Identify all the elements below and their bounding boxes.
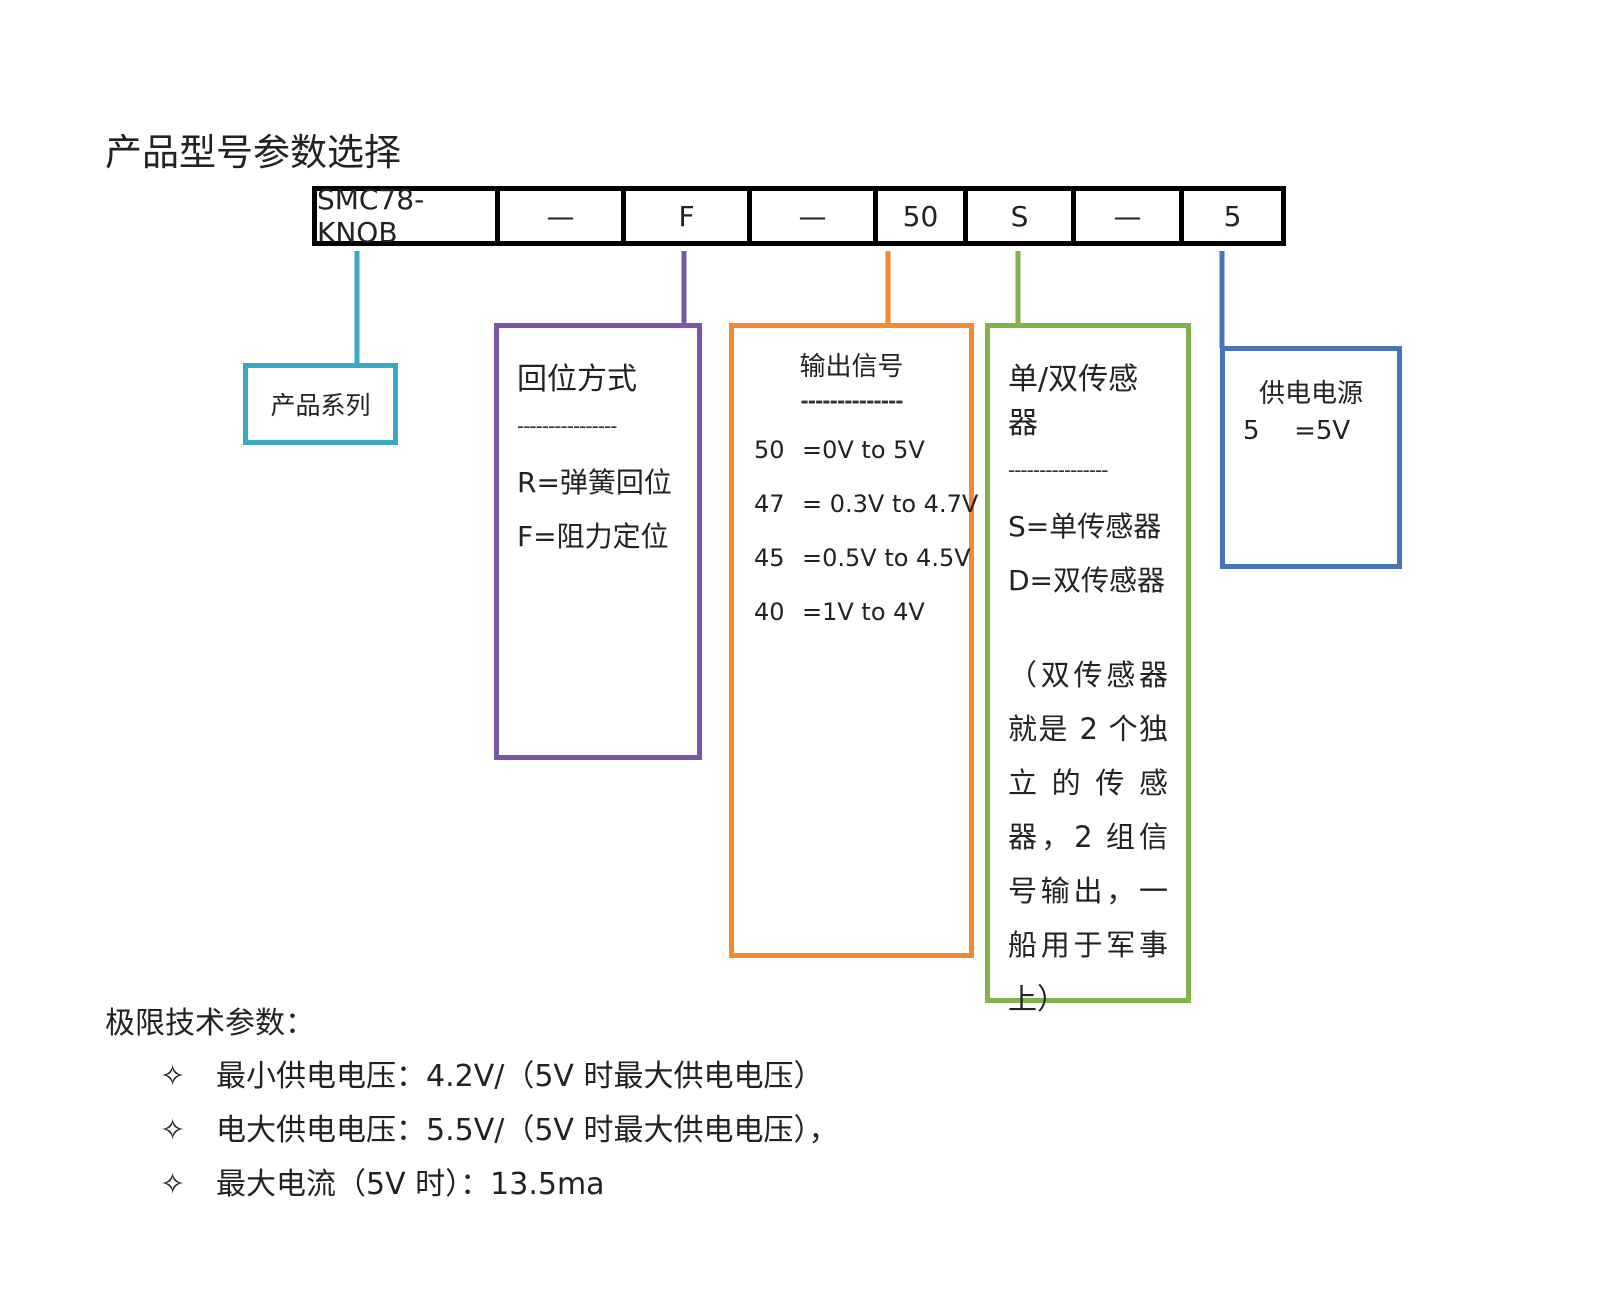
power-supply-title: 供电电源: [1258, 379, 1363, 409]
spec-item: ✧ 最小供电电压：4.2V/（5V 时最大供电电压）: [160, 1051, 824, 1095]
return-option: R=弹簧回位: [517, 466, 672, 499]
specs-title: 极限技术参数：: [105, 1006, 315, 1041]
return-mode-box: 回位方式 ---------------- R=弹簧回位 F=阻力定位: [494, 323, 702, 760]
sensor-note: （双传感器就是 2 个独立的传感器，2 组信号输出，一船用于军事上）: [1008, 658, 1168, 1016]
code-segment-separator: —: [1076, 191, 1184, 241]
series-label: 产品系列: [270, 391, 371, 420]
output-code: 47: [754, 490, 785, 518]
sensor-type-title: 单/双传感器: [1008, 362, 1139, 441]
code-segment-output: 50: [878, 191, 968, 241]
output-desc: =0.5V to 4.5V: [802, 544, 971, 572]
output-option: 47 = 0.3V to 4.7V: [754, 477, 978, 531]
power-supply-box: 供电电源 5 =5V: [1220, 346, 1402, 569]
output-code: 40: [754, 598, 785, 626]
return-mode-divider: ----------------: [517, 414, 617, 438]
sensor-option: D=双传感器: [1008, 564, 1166, 597]
sensor-option: S=单传感器: [1008, 510, 1162, 543]
power-desc: =5V: [1294, 416, 1351, 446]
series-box: 产品系列: [243, 363, 398, 445]
output-option: 40 =1V to 4V: [754, 585, 949, 639]
spec-text: 最大电流（5V 时）：13.5ma: [216, 1167, 605, 1202]
page-title: 产品型号参数选择: [105, 131, 401, 174]
sensor-type-box: 单/双传感器 ---------------- S=单传感器 D=双传感器 （双…: [985, 323, 1191, 1016]
code-segment-return: F: [626, 191, 752, 241]
return-mode-title: 回位方式: [517, 362, 637, 397]
output-desc: =1V to 4V: [802, 598, 925, 626]
spec-item: ✧ 电大供电电压：5.5V/（5V 时最大供电电压），: [160, 1105, 839, 1149]
power-code: 5: [1243, 416, 1260, 446]
output-code: 50: [754, 436, 785, 464]
code-segment-separator: —: [752, 191, 878, 241]
output-option: 50 =0V to 5V: [754, 423, 949, 477]
spec-text: 最小供电电压：4.2V/（5V 时最大供电电压）: [216, 1059, 824, 1094]
output-code: 45: [754, 544, 785, 572]
spec-item: ✧ 最大电流（5V 时）：13.5ma: [160, 1159, 605, 1203]
code-segment-separator: —: [500, 191, 626, 241]
code-segment-power: 5: [1223, 199, 1242, 233]
bullet-icon: ✧: [160, 1167, 186, 1202]
output-signal-divider: --------------: [800, 389, 903, 413]
output-desc: = 0.3V to 4.7V: [802, 490, 979, 518]
spec-text: 电大供电电压：5.5V/（5V 时最大供电电压），: [216, 1113, 839, 1148]
output-signal-title: 输出信号: [799, 352, 904, 382]
output-signal-box: 输出信号 -------------- 50 =0V to 5V 47 = 0.3V…: [729, 323, 978, 958]
return-option: F=阻力定位: [517, 520, 669, 553]
bullet-icon: ✧: [160, 1113, 186, 1148]
power-option: 5 =5V: [1243, 416, 1379, 446]
output-option: 45 =0.5V to 4.5V: [754, 531, 971, 585]
sensor-type-divider: ----------------: [1008, 458, 1108, 482]
code-segment-sensor: S: [968, 191, 1076, 241]
bullet-icon: ✧: [160, 1059, 186, 1094]
model-code-bar: SMC78-KNOB — F — 50 S — 5: [312, 183, 1286, 249]
output-desc: =0V to 5V: [802, 436, 925, 464]
